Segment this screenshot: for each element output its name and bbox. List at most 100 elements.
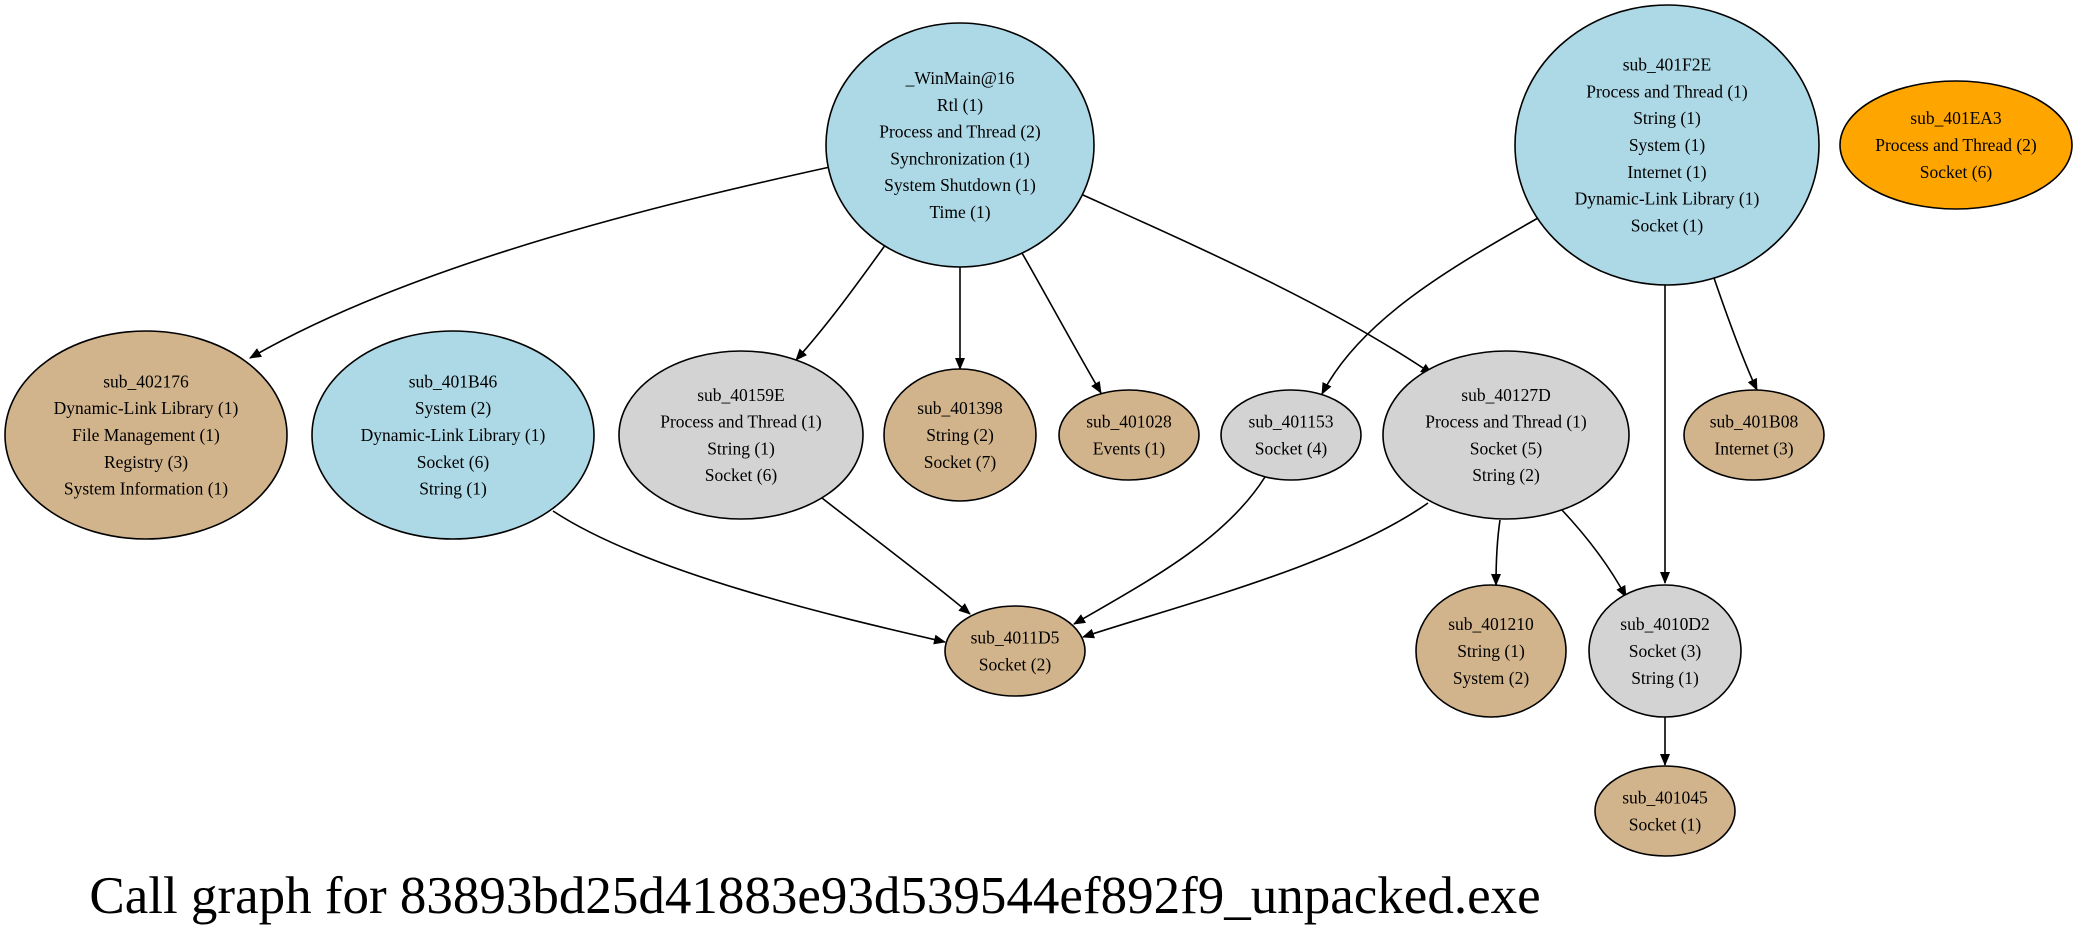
node-ellipse xyxy=(1839,80,2073,210)
node-api-category: Socket (4) xyxy=(1255,438,1328,458)
node-api-category: System (2) xyxy=(415,398,491,418)
node-api-category: System Shutdown (1) xyxy=(884,175,1036,195)
edge-winmain-to-sub_401028 xyxy=(1021,252,1102,394)
node-api-category: File Management (1) xyxy=(72,425,220,445)
node-ellipse xyxy=(944,605,1086,697)
node-name: _WinMain@16 xyxy=(905,68,1015,88)
edge-line xyxy=(1082,194,1433,375)
node-ellipse xyxy=(1415,584,1567,718)
node-api-category: System Information (1) xyxy=(64,479,228,499)
edge-sub_401153-to-sub_4011D5 xyxy=(1073,476,1266,625)
node-api-category: Internet (1) xyxy=(1627,162,1706,182)
edges-layer xyxy=(249,166,1758,766)
node-api-category: Socket (1) xyxy=(1629,814,1702,834)
node-api-category: Socket (1) xyxy=(1631,215,1704,235)
node-api-category: Process and Thread (2) xyxy=(879,122,1041,142)
edge-line xyxy=(249,166,831,359)
graph-caption: Call graph for 83893bd25d41883e93d539544… xyxy=(89,867,1540,925)
edge-sub_401B46-to-sub_4011D5 xyxy=(552,510,946,645)
node-api-category: Process and Thread (1) xyxy=(660,412,822,432)
node-name: sub_401028 xyxy=(1086,412,1172,432)
node-name: sub_401398 xyxy=(917,398,1003,418)
node-api-category: String (1) xyxy=(707,438,775,458)
node-ellipse xyxy=(1588,584,1742,718)
node-sub_401f2e: sub_401F2E Process and Thread (1) String (… xyxy=(1514,4,1820,286)
node-api-category: Socket (3) xyxy=(1629,641,1702,661)
edge-line xyxy=(1561,509,1627,598)
node-api-category: String (1) xyxy=(1633,108,1701,128)
node-api-category: String (1) xyxy=(1457,641,1525,661)
edge-line xyxy=(1713,277,1758,391)
node-ellipse xyxy=(4,330,288,540)
node-ellipse xyxy=(883,368,1037,502)
node-api-category: Synchronization (1) xyxy=(890,148,1030,168)
edge-line xyxy=(1321,217,1539,395)
node-ellipse xyxy=(618,350,864,520)
node-name: sub_401045 xyxy=(1622,788,1708,808)
edge-line xyxy=(1073,476,1266,625)
edge-sub_40127D-to-sub_4011D5 xyxy=(1082,502,1429,639)
node-ellipse xyxy=(825,22,1095,268)
edge-sub_40127D-to-sub_4010D2 xyxy=(1561,509,1627,598)
node-api-category: System (2) xyxy=(1453,668,1529,688)
node-api-category: String (1) xyxy=(1631,668,1699,688)
node-api-category: Socket (7) xyxy=(924,452,997,472)
node-api-category: String (1) xyxy=(419,479,487,499)
node-api-category: Process and Thread (1) xyxy=(1586,81,1748,101)
edge-winmain-to-sub_40159E xyxy=(795,243,887,361)
node-name: sub_401B46 xyxy=(409,371,498,391)
node-name: sub_40127D xyxy=(1461,385,1550,405)
node-ellipse xyxy=(1058,389,1200,481)
node-name: sub_401EA3 xyxy=(1910,108,2002,128)
node-name: sub_401B08 xyxy=(1710,412,1799,432)
edge-line xyxy=(1491,519,1502,586)
edge-winmain-to-sub_402176 xyxy=(249,166,831,359)
node-sub_40159e: sub_40159E Process and Thread (1) String (… xyxy=(618,350,864,520)
node-api-category: Dynamic-Link Library (1) xyxy=(54,398,239,418)
node-ellipse xyxy=(1220,389,1362,481)
edge-winmain-to-sub_40127D xyxy=(1082,194,1433,375)
node-ellipse xyxy=(1514,4,1820,286)
node-api-category: Process and Thread (1) xyxy=(1425,412,1587,432)
node-api-category: Events (1) xyxy=(1093,438,1166,458)
node-api-category: Rtl (1) xyxy=(937,95,983,115)
edge-sub_40159E-to-sub_4011D5 xyxy=(821,497,971,615)
node-api-category: Socket (6) xyxy=(417,452,490,472)
node-api-category: Socket (6) xyxy=(705,465,778,485)
edge-line xyxy=(795,243,887,361)
node-name: sub_401210 xyxy=(1448,614,1534,634)
node-api-category: Time (1) xyxy=(929,202,990,222)
node-name: sub_40159E xyxy=(697,385,785,405)
edge-sub_401F2E-to-sub_401B08 xyxy=(1713,277,1758,391)
node-api-category: Internet (3) xyxy=(1714,438,1793,458)
node-api-category: Dynamic-Link Library (1) xyxy=(361,425,546,445)
node-ellipse xyxy=(311,330,595,540)
node-api-category: Dynamic-Link Library (1) xyxy=(1575,189,1760,209)
node-name: sub_401F2E xyxy=(1623,55,1711,75)
edge-line xyxy=(821,497,971,615)
node-api-category: Process and Thread (2) xyxy=(1875,135,2037,155)
node-name: sub_401153 xyxy=(1249,412,1334,432)
node-api-category: System (1) xyxy=(1629,135,1705,155)
node-api-category: Socket (6) xyxy=(1920,162,1993,182)
node-ellipse xyxy=(1382,350,1630,520)
node-name: sub_402176 xyxy=(103,371,189,391)
edge-line xyxy=(1021,252,1102,394)
node-name: sub_4011D5 xyxy=(971,628,1060,648)
node-api-category: Registry (3) xyxy=(104,452,188,472)
